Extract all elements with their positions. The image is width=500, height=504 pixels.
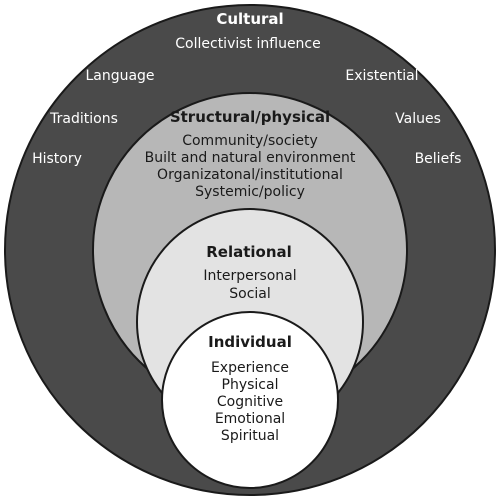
individual-item: Spiritual	[220, 428, 280, 444]
individual-item: Experience	[210, 360, 290, 376]
cultural-right-item: Beliefs	[414, 151, 462, 167]
individual-item: Cognitive	[216, 394, 284, 410]
individual-item: Emotional	[214, 411, 286, 427]
structural-title: Structural/physical	[169, 108, 331, 126]
structural-item: Systemic/policy	[195, 184, 305, 200]
cultural-left-item: History	[32, 151, 82, 167]
individual-item: Physical	[221, 377, 279, 393]
cultural-title: Cultural	[216, 10, 284, 28]
cultural-left-item: Language	[85, 68, 155, 84]
cultural-right-item: Existential	[345, 68, 419, 84]
cultural-left-item: Traditions	[50, 111, 118, 127]
individual-title: Individual	[208, 333, 292, 351]
relational-item: Social	[229, 286, 271, 302]
cultural-subtitle: Collectivist influence	[175, 36, 321, 52]
structural-item: Built and natural environment	[144, 150, 356, 166]
relational-item: Interpersonal	[203, 268, 297, 284]
cultural-right-item: Values	[395, 111, 441, 127]
structural-item: Organizatonal/institutional	[157, 167, 343, 183]
relational-title: Relational	[206, 243, 292, 261]
structural-item: Community/society	[182, 133, 318, 149]
individual-circle	[161, 311, 339, 489]
